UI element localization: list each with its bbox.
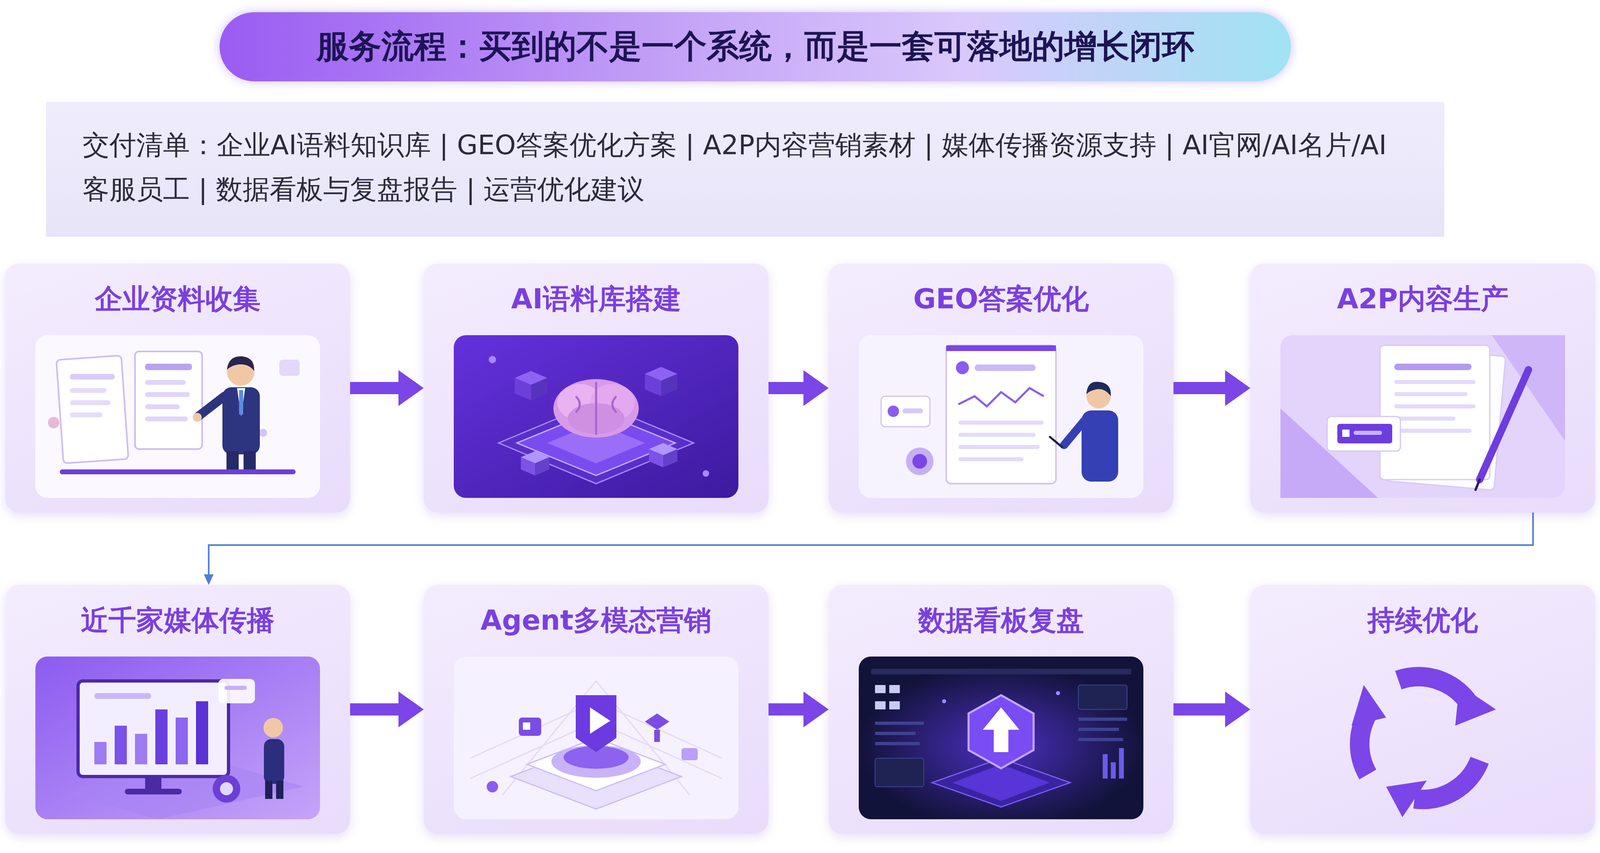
arrow-shaft [768, 703, 805, 716]
arrow-shaft [1173, 381, 1226, 395]
arrow-shaft [208, 512, 1533, 575]
process-card: Agent多模态营销 [423, 584, 769, 834]
step-title: 持续优化 [1250, 584, 1596, 639]
process-card: 数据看板复盘 [828, 584, 1174, 834]
arrow-head [398, 691, 424, 728]
step-title: 近千家媒体传播 [5, 584, 351, 639]
illustration [35, 335, 320, 498]
flow-arrow [203, 512, 1533, 585]
flow-arrow [768, 691, 829, 728]
illustration [1280, 335, 1566, 498]
process-card: AI语料库搭建 [423, 263, 769, 513]
arrow-head [398, 370, 424, 406]
flow-arrow [350, 370, 424, 406]
step-title: Agent多模态营销 [423, 584, 769, 639]
illustration [858, 656, 1144, 819]
deliverables-box: 交付清单：企业AI语料知识库 | GEO答案优化方案 | A2P内容营销素材 |… [45, 102, 1445, 237]
title-text: 服务流程：买到的不是一个系统，而是一套可落地的增长闭环 [316, 24, 1195, 69]
step-title: A2P内容生产 [1250, 263, 1596, 318]
illustration [858, 335, 1144, 498]
flow-arrow [1173, 691, 1251, 728]
illustration [35, 656, 320, 819]
arrow-shaft [768, 381, 805, 395]
title-banner: 服务流程：买到的不是一个系统，而是一套可落地的增长闭环 [219, 12, 1291, 82]
arrow-head [803, 691, 829, 728]
illustration [453, 656, 739, 819]
deliverables-text: 交付清单：企业AI语料知识库 | GEO答案优化方案 | A2P内容营销素材 |… [82, 123, 1408, 212]
step-title: 数据看板复盘 [828, 584, 1174, 639]
flow-arrow [1173, 370, 1251, 406]
process-card: 持续优化 [1250, 584, 1596, 834]
process-card: GEO答案优化 [828, 263, 1174, 513]
step-title: 企业资料收集 [5, 263, 351, 318]
arrow-head [803, 370, 829, 406]
step-title: AI语料库搭建 [423, 263, 769, 318]
arrow-shaft [350, 703, 400, 716]
step-title: GEO答案优化 [828, 263, 1174, 318]
process-card: 企业资料收集 [5, 263, 351, 513]
arrow-head [203, 574, 214, 585]
flow-arrow [350, 691, 424, 728]
flow-arrow [768, 370, 829, 406]
arrow-head [1225, 691, 1251, 728]
process-card: A2P内容生产 [1250, 263, 1596, 513]
arrow-shaft [1173, 703, 1226, 716]
arrow-head [1225, 370, 1251, 406]
process-card: 近千家媒体传播 [5, 584, 351, 834]
arrow-shaft [350, 381, 400, 395]
illustration [453, 335, 739, 498]
recycle-icon [1280, 656, 1566, 819]
